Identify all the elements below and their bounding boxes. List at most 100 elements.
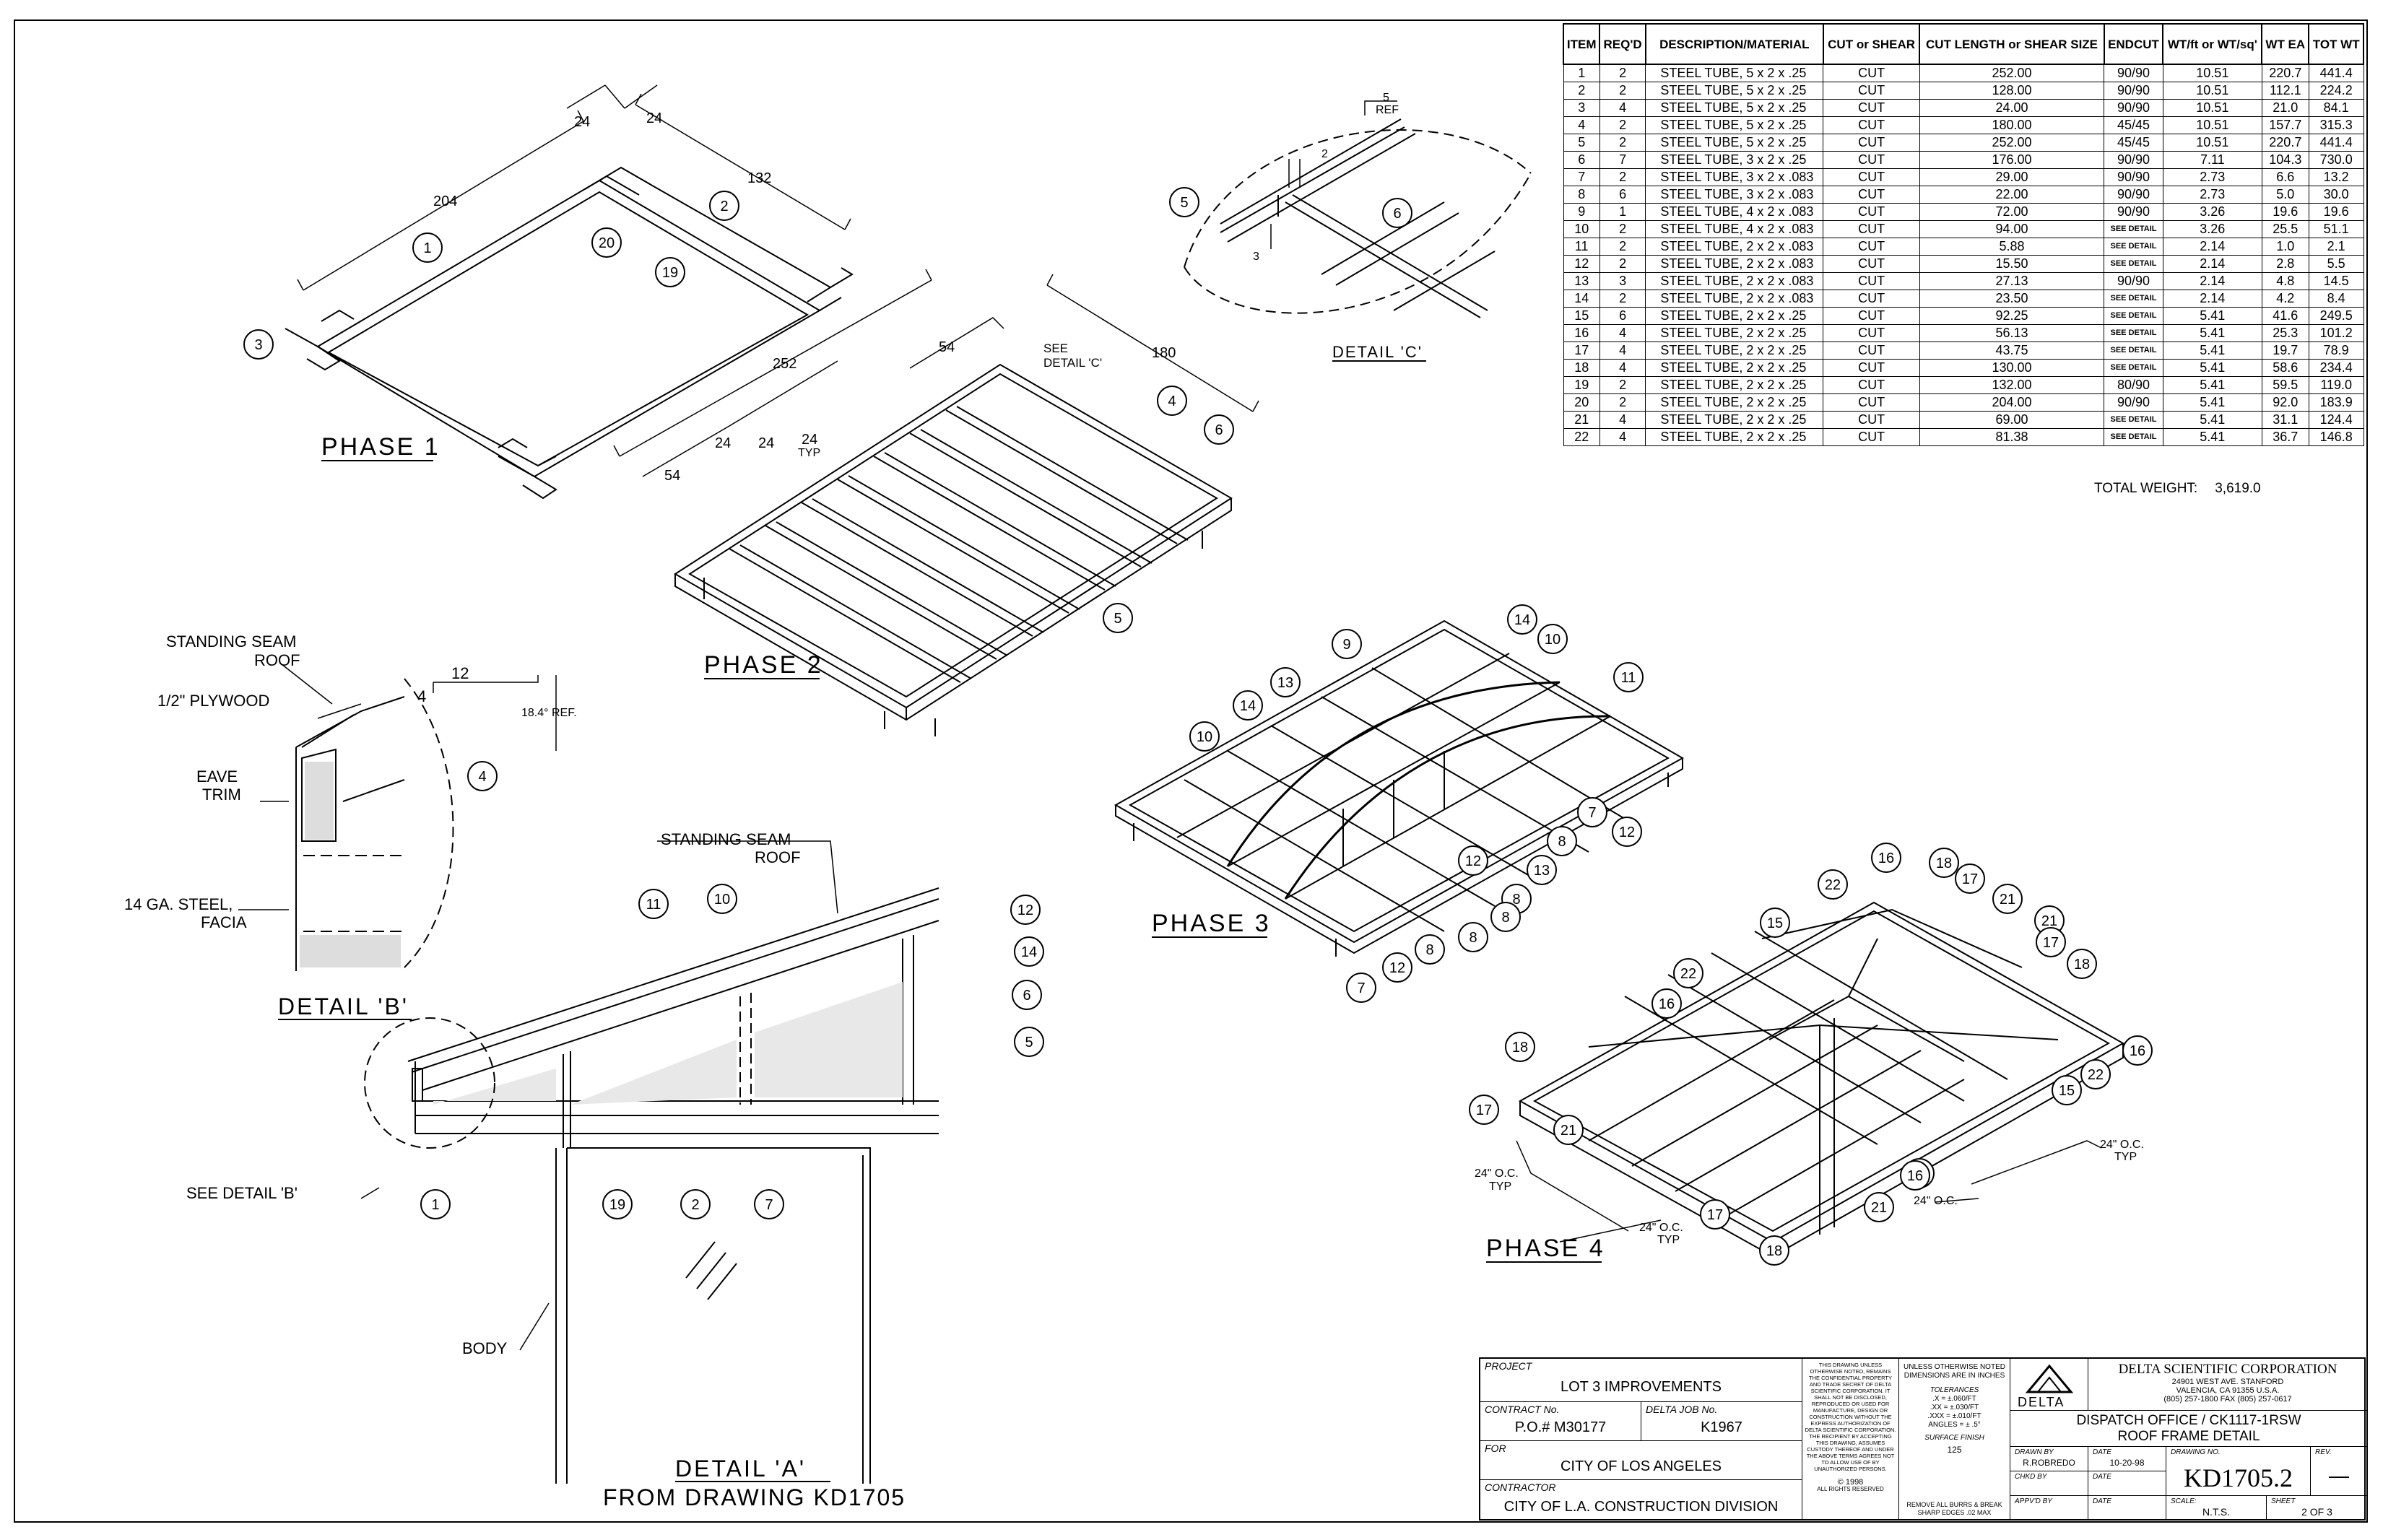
bom-cell: 90/90 [2104, 99, 2163, 117]
bom-cell: STEEL TUBE, 5 x 2 x .25 [1645, 134, 1824, 152]
bom-cell: STEEL TUBE, 2 x 2 x .083 [1645, 290, 1824, 308]
balloon-circle [1415, 934, 1445, 965]
bom-header-7: WT EA [2261, 23, 2310, 65]
company-name: DELTA SCIENTIFIC CORPORATION [2118, 1362, 2338, 1377]
bom-cell: 90/90 [2104, 393, 2163, 412]
tolerance-2: .XX = ±.030/FT [1930, 1404, 1979, 1411]
note-roof-b: ROOF [254, 651, 300, 669]
bom-cell: 10 [1563, 220, 1600, 238]
bom-cell: 10.51 [2162, 82, 2262, 100]
balloon-circle [1103, 603, 1133, 633]
dim-24-b: 24 [646, 110, 662, 126]
bom-cell: STEEL TUBE, 4 x 2 x .083 [1645, 203, 1824, 221]
bom-cell: 5.41 [2162, 307, 2262, 325]
balloon-label: 12 [1389, 960, 1405, 976]
balloon-circle [638, 889, 669, 919]
bom-cell: 45/45 [2104, 116, 2163, 134]
balloon-circle [243, 329, 274, 360]
tolerance-1: .X = ±.060/FT [1932, 1395, 1976, 1403]
logo-cell: DELTA [2010, 1359, 2088, 1411]
bom-cell: 25.3 [2261, 324, 2309, 342]
dim-ref: REF [1376, 104, 1399, 116]
bom-cell: STEEL TUBE, 2 x 2 x .25 [1645, 411, 1824, 429]
bom-cell: 92.0 [2261, 393, 2309, 412]
project-label: PROJECT [1485, 1360, 1532, 1372]
balloon-label: 18 [2074, 957, 2090, 973]
bom-cell: SEE DETAIL [2104, 238, 2163, 256]
bom-cell: 59.5 [2261, 376, 2309, 394]
balloon-label: 12 [1619, 825, 1635, 840]
phase-4-view [1518, 901, 2125, 1258]
sheet-number: 2 OF 3 [2301, 1506, 2332, 1518]
balloon-circle [1458, 845, 1488, 876]
bom-cell: 41.6 [2261, 307, 2309, 325]
scale-cell: SCALE: N.T.S. [2166, 1496, 2267, 1520]
balloon-circle [1233, 690, 1263, 721]
balloon-label: 22 [2088, 1067, 2104, 1083]
balloon-label: 1 [431, 1197, 439, 1213]
balloon-circle [1346, 973, 1376, 1003]
dim-3: 3 [1253, 251, 1259, 263]
balloon-label: 8 [1558, 834, 1566, 850]
bom-cell: 5.41 [2162, 428, 2262, 446]
bom-cell: 80/90 [2104, 376, 2163, 394]
bom-cell: SEE DETAIL [2104, 324, 2163, 342]
sheet-label: SHEET [2271, 1497, 2296, 1505]
balloon-label: 5 [1025, 1035, 1033, 1050]
bom-cell: 3.26 [2162, 203, 2262, 221]
balloon-circle [1673, 958, 1703, 988]
checked-label: CHKD BY [2015, 1473, 2047, 1481]
balloon-label: 10 [1197, 729, 1212, 745]
balloon-label: 21 [1871, 1200, 1887, 1216]
bom-cell: STEEL TUBE, 5 x 2 x .25 [1645, 64, 1824, 82]
note-facia-2: FACIA [201, 913, 247, 931]
bom-cell: CUT [1823, 307, 1920, 325]
bom-cell: 81.38 [1919, 428, 2105, 446]
bom-cell: STEEL TUBE, 5 x 2 x .25 [1645, 82, 1824, 100]
bom-cell: STEEL TUBE, 5 x 2 x .25 [1645, 116, 1824, 134]
bom-cell: 4 [1599, 324, 1646, 342]
bom-cell: STEEL TUBE, 3 x 2 x .083 [1645, 168, 1824, 186]
bom-cell: 19.6 [2261, 203, 2309, 221]
rights-reserved: ALL RIGHTS RESERVED [1817, 1486, 1884, 1492]
bom-cell: SEE DETAIL [2104, 359, 2163, 377]
bom-cell: CUT [1823, 99, 1920, 117]
bom-cell: 130.00 [1919, 359, 2105, 377]
bom-cell: 13 [1563, 272, 1600, 290]
balloon-circle [1700, 1199, 1730, 1230]
balloon-label: 13 [1534, 863, 1550, 879]
balloon-label: 19 [609, 1197, 625, 1213]
bom-cell: 4 [1599, 359, 1646, 377]
bom-cell: STEEL TUBE, 2 x 2 x .25 [1645, 376, 1824, 394]
bom-cell: 94.00 [1919, 220, 2105, 238]
bom-header-5: ENDCUT [2103, 23, 2164, 65]
bom-cell: 10.51 [2162, 134, 2262, 152]
balloon-circle [1010, 895, 1041, 925]
bom-cell: 6 [1563, 151, 1600, 169]
bom-cell: 8 [1563, 186, 1600, 204]
bom-cell: 7.11 [2162, 151, 2262, 169]
bom-cell: 4 [1599, 342, 1646, 360]
phase-3-view [1114, 619, 1685, 957]
bom-cell: 2 [1599, 220, 1646, 238]
detail-a-title: DETAIL 'A' [675, 1456, 806, 1482]
dim-24-a: 24 [574, 114, 590, 130]
bom-cell: CUT [1823, 220, 1920, 238]
date2-label: DATE [2093, 1473, 2111, 1481]
bom-cell: CUT [1823, 82, 1920, 100]
detail-c-dimensions [1270, 100, 1397, 249]
contract-label: CONTRACT No. [1485, 1404, 1560, 1415]
bom-cell: 5.41 [2162, 376, 2262, 394]
balloon-label: 22 [1680, 966, 1696, 982]
date3-cell: DATE [2088, 1496, 2166, 1520]
bom-cell: 2.14 [2162, 290, 2262, 308]
bom-cell: 78.9 [2308, 342, 2364, 360]
bom-cell: 252.00 [1919, 64, 2105, 82]
dim-132: 132 [747, 170, 771, 186]
bom-cell: 2 [1599, 64, 1646, 82]
balloon-label: 2 [691, 1197, 699, 1213]
